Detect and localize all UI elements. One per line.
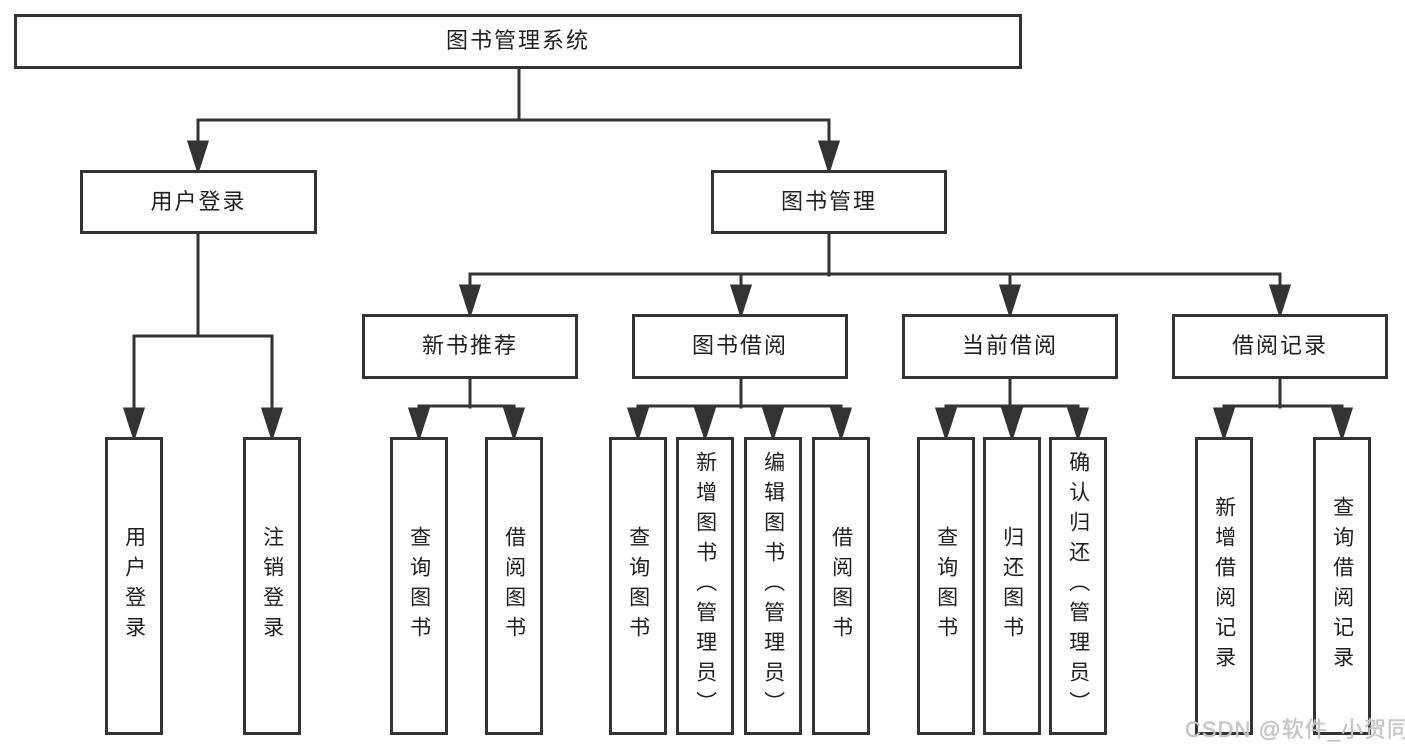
leaf-borrow-edit-books-admin: 编辑图书（管理员） xyxy=(744,437,802,735)
arrowhead xyxy=(502,407,526,442)
arrowhead xyxy=(458,284,482,319)
leaf-borrow-add-books-admin-label: 新增图书（管理员） xyxy=(693,451,717,721)
leaf-borrow-add-books-admin: 新增图书（管理员） xyxy=(676,437,734,735)
leaf-current-return-books-label: 归还图书 xyxy=(1000,526,1024,646)
node-book-management: 图书管理 xyxy=(711,170,947,234)
node-new-book-recommendation: 新书推荐 xyxy=(362,314,578,379)
arrowhead xyxy=(934,407,958,442)
leaf-current-confirm-return-admin-label: 确认归还（管理员） xyxy=(1066,451,1090,721)
node-borrowing-records: 借阅记录 xyxy=(1172,314,1388,379)
leaf-user-login-label: 用户登录 xyxy=(122,526,146,646)
leaf-current-confirm-return-admin: 确认归还（管理员） xyxy=(1049,437,1107,735)
arrowhead xyxy=(817,140,841,175)
leaf-borrow-query-books-label: 查询图书 xyxy=(626,526,650,646)
arrowhead xyxy=(1330,407,1354,442)
arrowhead xyxy=(1066,407,1090,442)
leaf-newbook-borrow-books: 借阅图书 xyxy=(485,437,543,735)
node-current-borrowing: 当前借阅 xyxy=(902,314,1118,379)
node-current-borrowing-label: 当前借阅 xyxy=(961,333,1058,359)
leaf-newbook-query-books-label: 查询图书 xyxy=(407,526,431,646)
leaf-user-login: 用户登录 xyxy=(105,437,163,735)
node-new-book-recommendation-label: 新书推荐 xyxy=(421,333,518,359)
leaf-borrow-edit-books-admin-label: 编辑图书（管理员） xyxy=(761,451,785,721)
arrowhead xyxy=(1000,407,1024,442)
arrowhead xyxy=(761,407,785,442)
arrowhead xyxy=(829,407,853,442)
arrowhead xyxy=(998,284,1022,319)
leaf-logout-label: 注销登录 xyxy=(260,526,284,646)
node-book-management-label: 图书管理 xyxy=(780,188,877,214)
arrowhead xyxy=(1268,284,1292,319)
node-root: 图书管理系统 xyxy=(14,14,1022,69)
node-book-borrowing-label: 图书借阅 xyxy=(691,333,788,359)
arrowhead xyxy=(260,407,284,442)
leaf-current-return-books: 归还图书 xyxy=(983,437,1041,735)
leaf-records-add-record-label: 新增借阅记录 xyxy=(1212,496,1236,676)
leaf-borrow-borrow-books: 借阅图书 xyxy=(812,437,870,735)
leaf-borrow-query-books: 查询图书 xyxy=(609,437,667,735)
node-book-borrowing: 图书借阅 xyxy=(632,314,848,379)
arrowhead xyxy=(729,284,753,319)
leaf-borrow-borrow-books-label: 借阅图书 xyxy=(829,526,853,646)
arrowhead xyxy=(626,407,650,442)
leaf-current-query-books: 查询图书 xyxy=(917,437,975,735)
watermark: CSDN @软件_小贺同学 xyxy=(1185,717,1405,742)
leaf-current-query-books-label: 查询图书 xyxy=(934,526,958,646)
node-borrowing-records-label: 借阅记录 xyxy=(1231,333,1328,359)
arrowhead xyxy=(186,140,210,175)
leaf-records-add-record: 新增借阅记录 xyxy=(1195,437,1253,735)
node-root-label: 图书管理系统 xyxy=(445,28,590,54)
arrowhead xyxy=(1212,407,1236,442)
node-user-login-label: 用户登录 xyxy=(150,188,247,214)
leaf-logout: 注销登录 xyxy=(243,437,301,735)
node-user-login: 用户登录 xyxy=(80,170,317,234)
arrowhead xyxy=(693,407,717,442)
arrowhead xyxy=(122,407,146,442)
leaf-records-query-record: 查询借阅记录 xyxy=(1313,437,1371,735)
leaf-newbook-query-books: 查询图书 xyxy=(390,437,448,735)
leaf-newbook-borrow-books-label: 借阅图书 xyxy=(502,526,526,646)
leaf-records-query-record-label: 查询借阅记录 xyxy=(1330,496,1354,676)
arrowhead xyxy=(407,407,431,442)
